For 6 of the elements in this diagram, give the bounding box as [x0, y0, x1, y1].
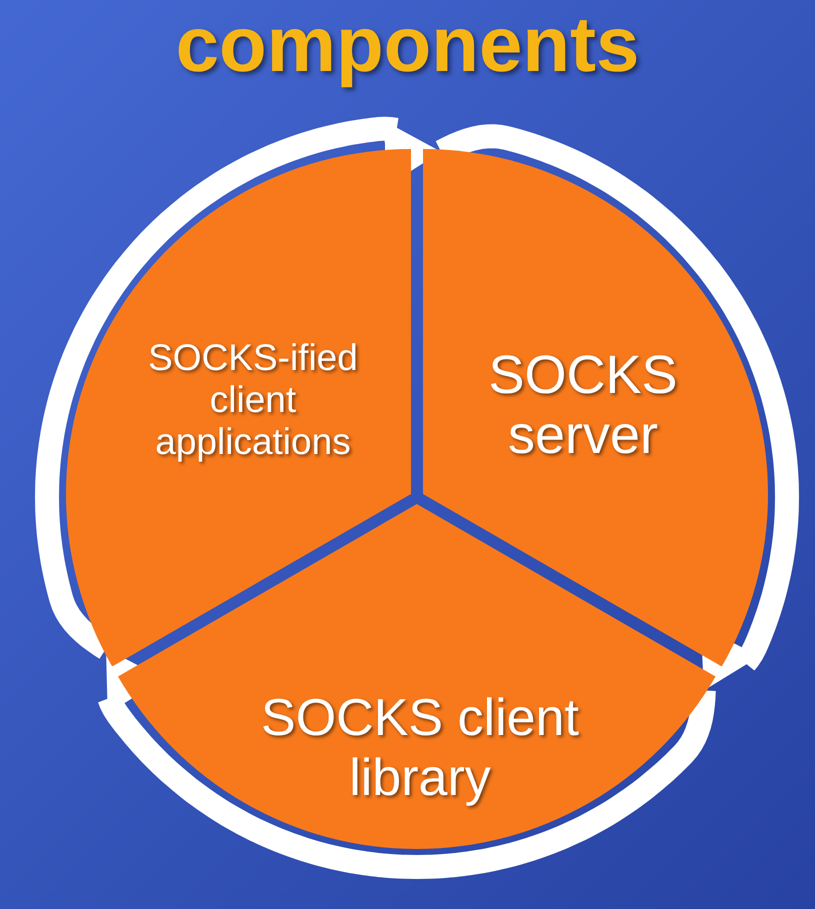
title: components — [174, 0, 640, 90]
sector-label: SOCKS server — [487, 345, 679, 465]
sector-label: SOCKS-ified client applications — [147, 337, 359, 463]
pie-sector — [118, 504, 716, 849]
pie-sector — [423, 148, 768, 666]
sector-label: SOCKS client library — [260, 688, 580, 808]
